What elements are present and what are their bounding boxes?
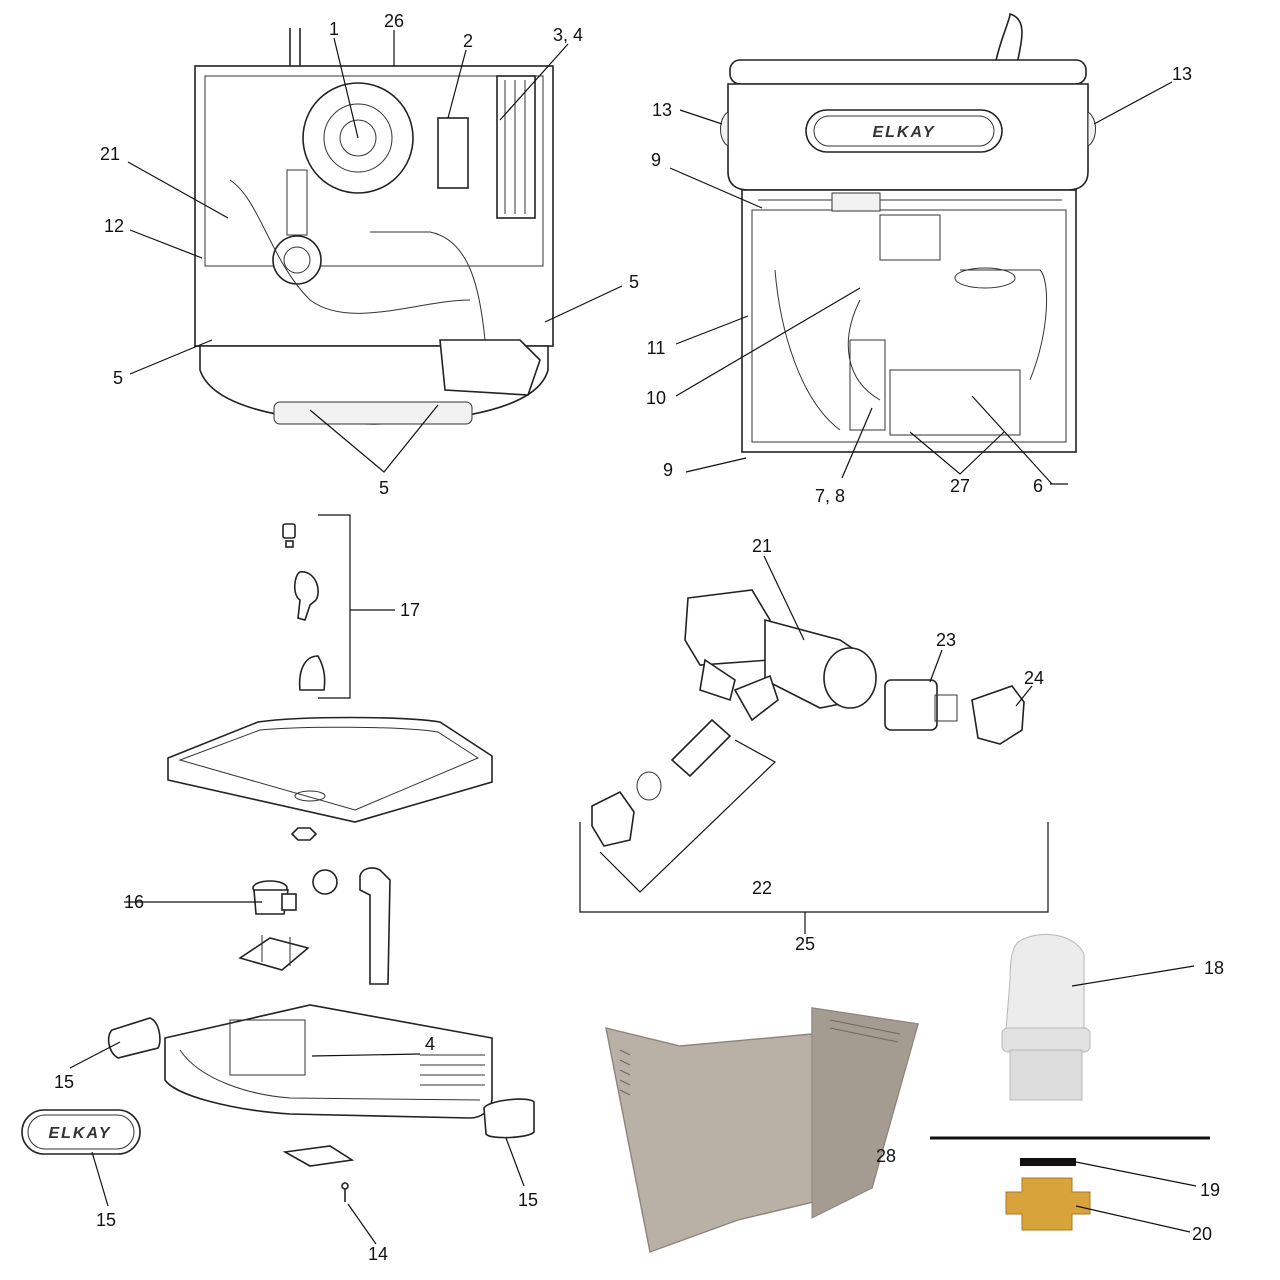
bezel-badge-logo: ELKAY (48, 1125, 111, 1142)
front-badge-logo: ELKAY (872, 124, 935, 141)
callout-11: 11 (647, 338, 666, 358)
side-bezel-parts: ELKAY (21, 1017, 535, 1155)
callout-27: 27 (950, 476, 970, 496)
callout-5-right: 5 (629, 272, 639, 292)
callout-9-bottom: 9 (663, 460, 673, 480)
callout-17: 17 (400, 600, 420, 620)
callout-22: 22 (752, 878, 772, 898)
callout-15-left: 15 (54, 1072, 74, 1092)
callout-21-top: 21 (100, 144, 120, 164)
callout-12: 12 (104, 216, 124, 236)
callout-19: 19 (1200, 1180, 1220, 1200)
callout-16: 16 (124, 892, 144, 912)
callout-2: 2 (463, 31, 473, 51)
callout-4: 4 (425, 1034, 435, 1054)
callout-labels: 26 1 2 3, 4 21 12 5 5 5 13 13 9 11 10 9 … (54, 11, 1224, 1264)
callout-18: 18 (1204, 958, 1224, 978)
callout-24: 24 (1024, 668, 1044, 688)
callout-21-valve: 21 (752, 536, 772, 556)
callout-25: 25 (795, 934, 815, 954)
bubbler-photo (930, 933, 1210, 1231)
cooler-rear-view: ELKAY (720, 12, 1096, 453)
callout-14: 14 (368, 1244, 388, 1264)
drain-assembly (238, 867, 391, 985)
callout-5-left: 5 (113, 368, 123, 388)
callout-13-left: 13 (652, 100, 672, 120)
callout-15-right: 15 (518, 1190, 538, 1210)
bubbler-assembly (282, 514, 351, 699)
callout-9-top: 9 (651, 150, 661, 170)
callout-5-bottom: 5 (379, 478, 389, 498)
leader-lines (69, 30, 1197, 1245)
front-bezel-housing (164, 1004, 493, 1202)
basin (167, 716, 493, 841)
callout-23: 23 (936, 630, 956, 650)
callout-3-4: 3, 4 (553, 25, 583, 45)
callout-15-bottom: 15 (96, 1210, 116, 1230)
callout-6: 6 (1033, 476, 1043, 496)
valve-assembly (579, 589, 1049, 934)
callout-7-8: 7, 8 (815, 486, 845, 506)
callout-13-right: 13 (1172, 64, 1192, 84)
callout-28: 28 (876, 1146, 896, 1166)
callout-1: 1 (329, 19, 339, 39)
callout-10: 10 (646, 388, 666, 408)
callout-26: 26 (384, 11, 404, 31)
chassis-front-view (194, 28, 554, 425)
wall-shroud (605, 1007, 919, 1253)
callout-20: 20 (1192, 1224, 1212, 1244)
